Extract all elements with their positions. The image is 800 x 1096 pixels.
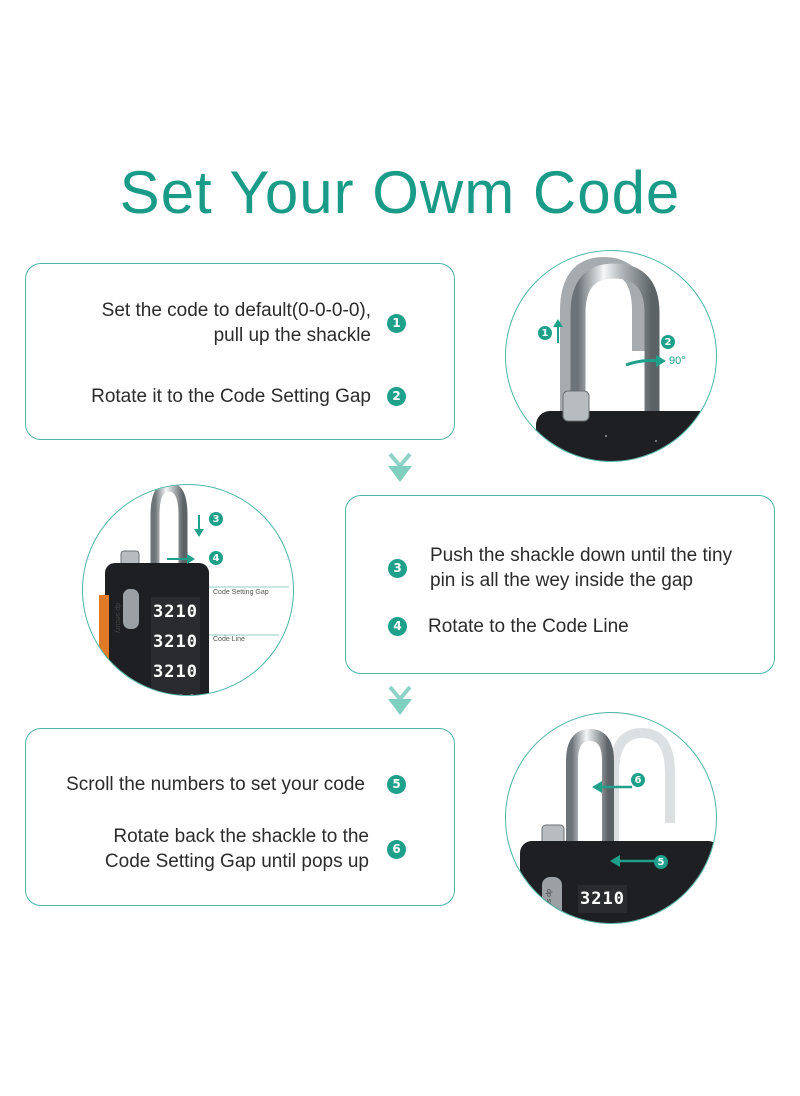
- step-2-line-1: Rotate it to the Code Setting Gap: [91, 386, 371, 407]
- illustration-rotate-back: 3210 dp secury 6 5: [505, 712, 717, 924]
- down-arrow-icon: [388, 685, 412, 715]
- brand-logo: dp secury: [545, 889, 552, 920]
- badge-scroll-5: 5: [654, 855, 668, 869]
- step-badge-1: 1: [387, 313, 406, 333]
- step-3-line-2: pin is all the wey inside the gap: [430, 570, 693, 591]
- badge-push-3: 3: [209, 512, 223, 526]
- step-badge-6: 6: [387, 839, 406, 859]
- step-badge-2: 2: [387, 387, 406, 406]
- step-2: Rotate it to the Code Setting Gap 2: [91, 384, 406, 409]
- down-arrow-icon: [388, 452, 412, 482]
- badge-up-1: 1: [538, 326, 552, 340]
- step-6-line-1: Rotate back the shackle to the: [113, 826, 369, 847]
- dial-row[interactable]: 3210: [151, 627, 200, 657]
- step-4: 4 Rotate to the Code Line: [388, 614, 629, 639]
- step-badge-3: 3: [388, 558, 407, 578]
- step-6-line-2: Code Setting Gap until pops up: [104, 851, 369, 872]
- dial-row[interactable]: 3210: [151, 597, 200, 627]
- dial-row[interactable]: 3210: [151, 687, 200, 695]
- step-card-3: [25, 728, 455, 906]
- step-badge-5: 5: [387, 775, 406, 794]
- step-badge-4: 4: [388, 617, 407, 636]
- dial-row[interactable]: 3210: [578, 885, 627, 913]
- badge-rotate-4: 4: [209, 551, 223, 565]
- step-1: Set the code to default(0-0-0-0), pull u…: [102, 298, 406, 348]
- step-4-line-1: Rotate to the Code Line: [428, 616, 629, 637]
- step-5-line-1: Scroll the numbers to set your code: [66, 774, 365, 795]
- label-code-setting-gap: Code Setting Gap: [213, 589, 269, 596]
- dial-row[interactable]: 3210: [151, 657, 200, 687]
- badge-rotate-2: 2: [661, 335, 675, 349]
- step-card-1: [25, 263, 455, 440]
- illustration-pull-up-shackle: 1 2 90°: [505, 250, 717, 462]
- step-3-line-1: Push the shackle down until the tiny: [430, 545, 733, 566]
- step-3: 3 Push the shackle down until the tiny p…: [388, 543, 732, 593]
- page-title: Set Your Owm Code: [119, 159, 681, 226]
- brand-logo: dp secury: [114, 603, 121, 634]
- label-code-line: Code Line: [213, 636, 245, 643]
- step-1-line-2: pull up the shackle: [213, 325, 371, 346]
- angle-label: 90°: [669, 355, 686, 367]
- step-5: Scroll the numbers to set your code 5: [66, 772, 406, 797]
- step-card-2: [345, 495, 775, 674]
- badge-rotate-6: 6: [631, 773, 645, 787]
- illustration-push-shackle: 3210 3210 3210 3210 dp secury 3 4 Code S…: [82, 484, 294, 696]
- step-1-line-1: Set the code to default(0-0-0-0),: [101, 300, 371, 321]
- step-6: Rotate back the shackle to the Code Sett…: [105, 824, 406, 874]
